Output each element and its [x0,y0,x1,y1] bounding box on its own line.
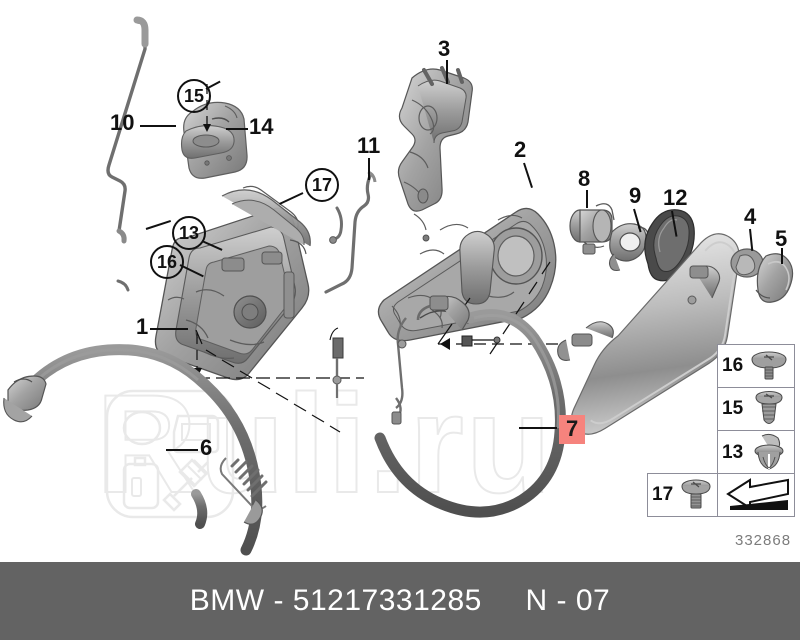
assembly-axis-2 [437,261,558,355]
part-1-door-lock-actuator [154,185,311,381]
leader-8 [586,190,588,208]
leader-3 [446,60,448,84]
part-8-lock-cylinder [569,203,615,255]
leader-5 [781,248,783,264]
cable-6-spring [219,457,268,525]
footer-dash: - [273,584,284,617]
part-9-cover-bracket [608,223,649,272]
leader-7 [519,427,557,429]
footer-bar: BMW - 51217331285 N - 07 [0,562,800,640]
part-4-outer-door-handle [557,233,764,435]
footer-brand: BMW [189,584,265,617]
callout-8[interactable]: 8 [578,166,591,191]
callout-4[interactable]: 4 [744,204,757,229]
callout-12[interactable]: 12 [663,185,688,210]
leader-10 [140,125,176,127]
legend-17-cell: 17 [648,474,718,516]
expanding-rivet-icon [744,431,794,474]
callout-16[interactable]: 16 [150,245,184,279]
footer-catalog-dash: - [556,584,568,617]
leader-14 [226,128,248,130]
footer-part-label: BMW - 51217331285 N - 07 [190,584,610,618]
part-2-handle-carrier [377,207,557,342]
callout-5[interactable]: 5 [775,226,788,251]
callout-15[interactable]: 15 [177,79,211,113]
direction-arrow-icon [718,474,794,516]
callout-7-highlighted[interactable]: 7 [559,415,586,444]
part-6-bowden-cable [3,344,268,556]
oval-head-screw-icon [675,474,717,516]
leader-1 [150,328,188,330]
part-14-striker-bracket [180,101,248,179]
leader-11 [368,158,370,180]
part-12-gasket-seal [644,209,695,282]
legend-number-15: 15 [722,398,744,419]
legend-row-15[interactable]: 15 [718,388,794,431]
callout-1[interactable]: 1 [136,314,149,339]
callout-10[interactable]: 10 [110,110,135,135]
part-5-handle-end-cap [755,253,794,303]
flat-head-screw-icon [744,345,794,387]
part-10-operating-rod [106,16,149,244]
footer-catalog-number: 07 [575,584,611,617]
callout-11[interactable]: 11 [357,133,381,158]
legend-number-16: 16 [722,355,744,376]
part-3-handle-bracket [397,66,473,242]
part-17-rod-clip [329,206,343,244]
footer-part-number: 51217331285 [292,584,482,617]
leader-6 [166,449,198,451]
legend-number-17: 17 [652,484,674,505]
assembly-axis-1 [192,327,364,433]
diagram-number: 332868 [735,532,792,549]
callout-3[interactable]: 3 [438,36,451,61]
part-13-rod-tip [116,279,130,292]
footer-catalog-letter: N [525,584,548,617]
legend-row-13[interactable]: 13 [718,431,794,474]
legend-row-16[interactable]: 16 [718,345,794,388]
legend-number-13: 13 [722,441,744,463]
callout-2[interactable]: 2 [514,137,527,162]
callout-17[interactable]: 17 [305,168,339,202]
callout-14[interactable]: 14 [249,114,274,139]
hex-head-screw-icon [744,388,794,430]
legend-row-17[interactable]: 17 [647,473,795,517]
callout-13[interactable]: 13 [172,216,206,250]
callout-6[interactable]: 6 [200,435,213,460]
callout-9[interactable]: 9 [629,183,642,208]
part-7-bowden-cable [374,295,566,518]
